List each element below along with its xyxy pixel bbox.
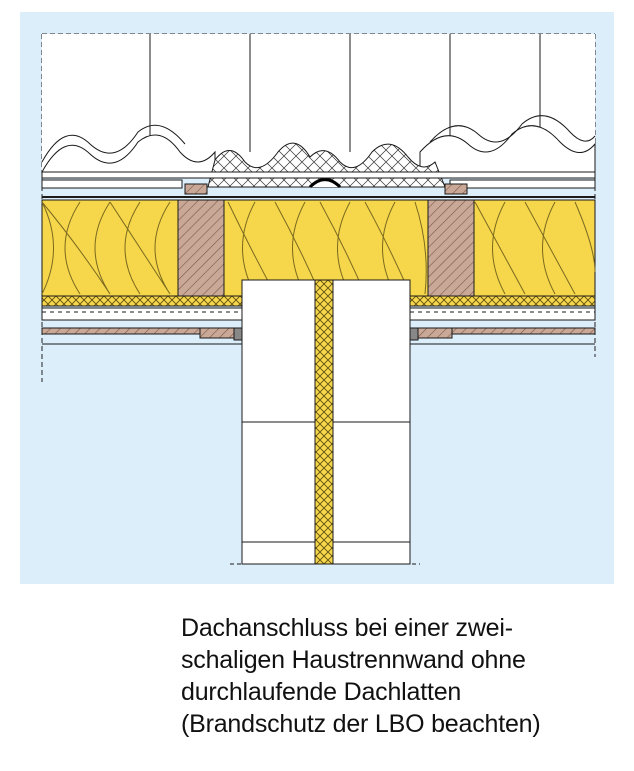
roof-tiles — [41, 34, 596, 174]
caption-line: (Brandschutz der LBO beachten) — [181, 710, 541, 738]
roof-wall-junction-diagram — [20, 12, 614, 584]
caption-line: schaligen Haustrennwand ohne — [181, 646, 526, 674]
roof-battens — [41, 171, 596, 198]
party-wall — [230, 279, 420, 565]
rafter-right — [427, 199, 475, 297]
sealing-gaskets — [233, 327, 419, 341]
caption-line: Dachanschluss bei einer zwei- — [181, 614, 513, 642]
rafter-left — [177, 199, 225, 297]
caption-line: durchlaufende Dachlatten — [181, 678, 462, 706]
figure-caption: Dachanschluss bei einer zwei- schaligen … — [181, 612, 621, 740]
